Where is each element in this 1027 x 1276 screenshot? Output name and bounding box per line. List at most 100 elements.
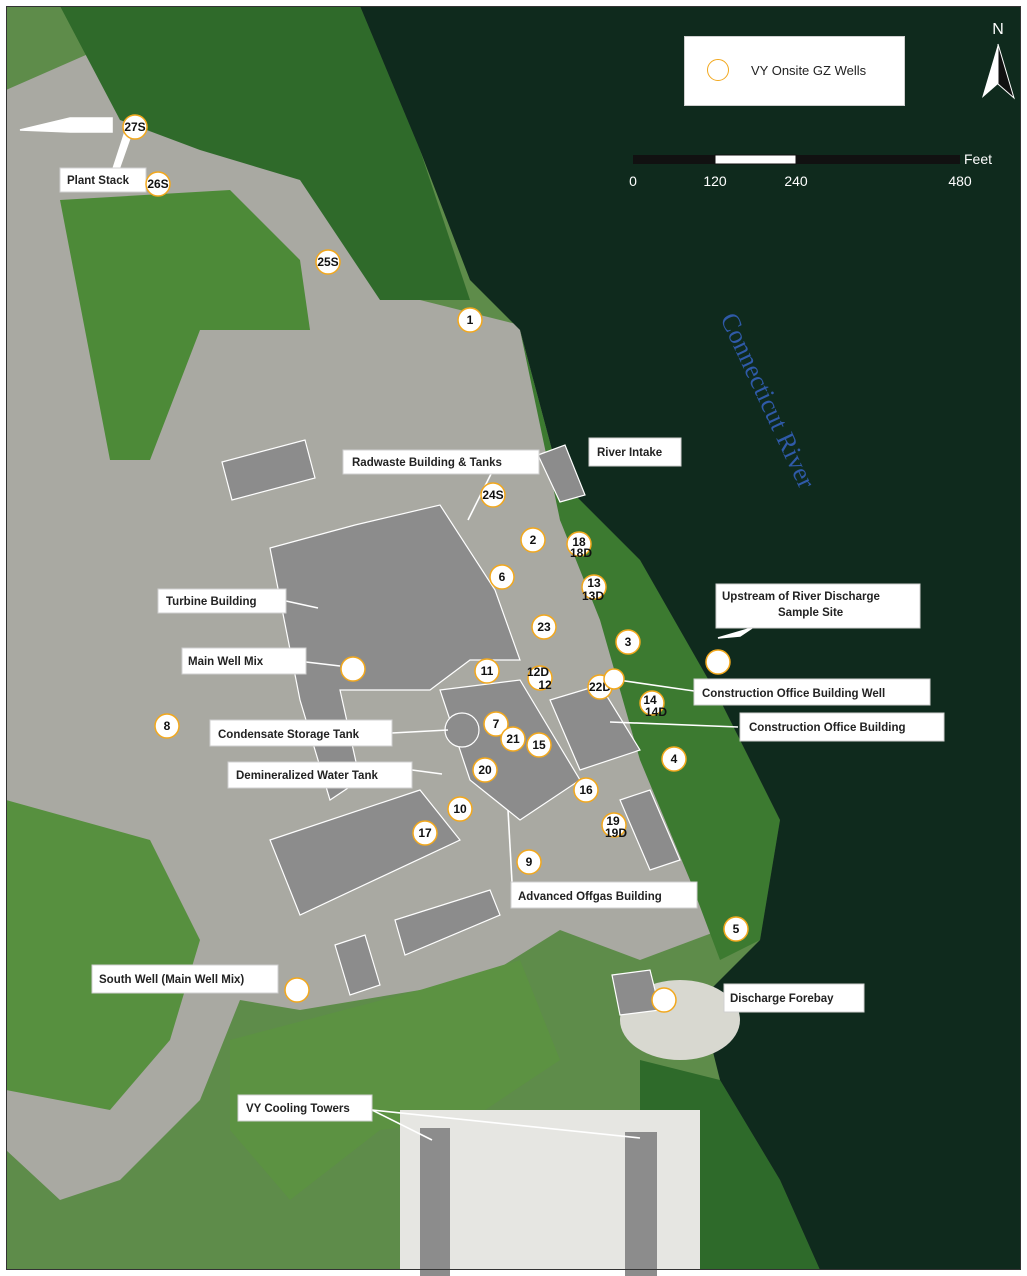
well-14D-label: 14D	[645, 705, 667, 719]
well-12-marker	[527, 665, 553, 691]
well-2-marker	[520, 527, 546, 553]
north-arrow-left-icon	[982, 44, 998, 98]
main-well-mix-label: Main Well Mix	[188, 656, 264, 668]
legend-well-icon	[707, 59, 729, 81]
offgas-label: Advanced Offgas Building	[518, 891, 662, 903]
well-27S-label: 27S	[124, 120, 145, 134]
well-south-marker	[284, 977, 310, 1003]
well-25S-marker	[315, 249, 341, 275]
turbine-building-south	[269, 789, 461, 916]
leader-cooling-west	[371, 1109, 433, 1141]
well-9-marker	[516, 849, 542, 875]
leader-demin	[411, 769, 443, 775]
forebay-box	[723, 983, 865, 1013]
const-office-well-box	[693, 678, 931, 706]
well-19-label: 19	[606, 814, 620, 828]
well-15-label: 15	[532, 738, 546, 752]
cooling-label: VY Cooling Towers	[246, 1103, 350, 1115]
north-label: N	[992, 21, 1004, 38]
river-intake-building	[537, 444, 586, 503]
well-18-label: 18	[572, 535, 586, 549]
demin-label: Demineralized Water Tank	[236, 770, 378, 782]
well-17-label: 17	[418, 826, 432, 840]
plant-stack-label: Plant Stack	[67, 175, 130, 187]
well-10-marker	[447, 796, 473, 822]
well-18-marker	[566, 531, 592, 557]
well-5-label: 5	[733, 922, 740, 936]
const-office-box	[739, 712, 945, 742]
leader-lines	[19, 117, 753, 1141]
radwaste-building	[221, 439, 316, 501]
well-26S-label: 26S	[147, 177, 168, 191]
scale-tick-480: 480	[948, 173, 972, 189]
condensate-box	[209, 719, 393, 747]
well-6-marker	[489, 564, 515, 590]
well-27S-marker	[122, 114, 148, 140]
const-office-label: Construction Office Building	[749, 722, 906, 734]
well-14-marker	[639, 690, 665, 716]
grass-field-nw	[60, 190, 310, 460]
legend-text: VY Onsite GZ Wells	[751, 63, 867, 78]
leader-const-office	[609, 721, 739, 728]
well-19-marker	[601, 812, 627, 838]
well-5-marker	[723, 916, 749, 942]
river-intake-label: River Intake	[597, 447, 662, 459]
well-13-marker	[581, 574, 607, 600]
river-water	[300, 6, 1021, 1270]
const-office-well-label: Construction Office Building Well	[702, 688, 885, 700]
well-8-label: 8	[164, 719, 171, 733]
turbine-box	[157, 588, 287, 614]
well-1-marker	[457, 307, 483, 333]
well-16-label: 16	[579, 783, 593, 797]
well-7-label: 7	[493, 717, 500, 731]
forebay-label: Discharge Forebay	[730, 993, 834, 1005]
well-7-marker	[483, 711, 509, 737]
scale-bar: 0 120 240 480 Feet	[629, 151, 992, 189]
scale-seg-2	[714, 154, 797, 165]
well-24S-label: 24S	[482, 488, 503, 502]
upstream-label-2: Sample Site	[778, 607, 843, 619]
well-24S-marker	[480, 482, 506, 508]
upstream-label-1: Upstream of River Discharge	[722, 591, 880, 603]
scale-tick-120: 120	[703, 173, 727, 189]
offgas-south	[394, 889, 501, 956]
south-building	[334, 934, 381, 996]
well-20-marker	[472, 757, 498, 783]
leader-cooling-east	[371, 1109, 641, 1139]
well-12D-label: 12D	[527, 665, 549, 679]
cooling-tower-west	[420, 1128, 450, 1276]
well-14-label: 14	[643, 693, 657, 707]
leader-offgas	[507, 809, 513, 883]
condensate-tank-shape	[444, 712, 480, 748]
well-26S-marker	[145, 171, 171, 197]
well-20-label: 20	[478, 763, 492, 777]
south-well-label: South Well (Main Well Mix)	[99, 974, 244, 986]
upstream-box	[715, 583, 921, 629]
const-office-block	[549, 684, 641, 771]
well-21-label: 21	[506, 732, 520, 746]
well-4-marker	[661, 746, 687, 772]
scale-tick-240: 240	[784, 173, 808, 189]
grass-field-w	[6, 800, 200, 1110]
scale-tick-0: 0	[629, 173, 637, 189]
scale-unit: Feet	[964, 151, 992, 167]
label-boxes: Plant Stack Radwaste Building & Tanks Ri…	[59, 167, 945, 1122]
radwaste-box	[342, 449, 540, 475]
scale-seg-3	[796, 155, 960, 164]
radwaste-label: Radwaste Building & Tanks	[352, 457, 502, 469]
well-19D-label: 19D	[605, 826, 627, 840]
well-11-label: 11	[481, 664, 494, 678]
well-3-marker	[615, 629, 641, 655]
leader-radwaste	[467, 471, 493, 521]
leader-turbine	[285, 600, 319, 609]
well-const-office-marker	[603, 668, 625, 690]
scale-seg-1	[633, 155, 715, 164]
well-16-marker	[573, 777, 599, 803]
well-3-label: 3	[625, 635, 632, 649]
offgas-box	[510, 881, 698, 909]
well-12-label: 12	[538, 678, 552, 692]
north-arrow-right-icon	[997, 43, 1015, 100]
trees-bank	[520, 330, 780, 960]
well-13-label: 13	[587, 576, 601, 590]
well-4-label: 4	[671, 752, 678, 766]
